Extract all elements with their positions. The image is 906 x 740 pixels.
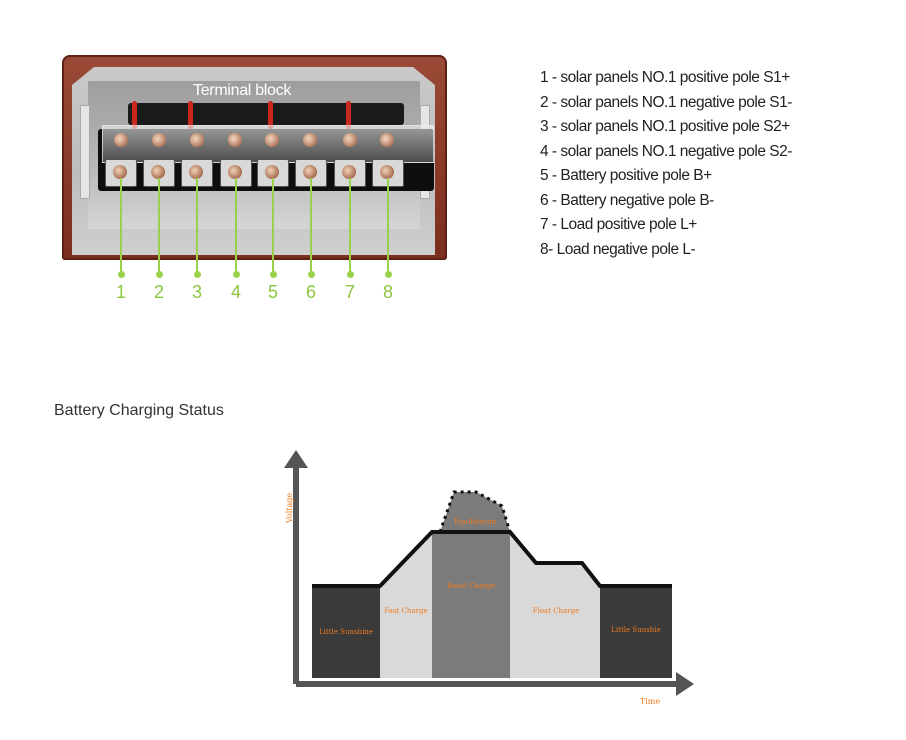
callout-dot (156, 271, 163, 278)
stage-label-little-sunshine-right: Little Sunshie (611, 626, 660, 634)
callout-line (120, 178, 122, 274)
top-screw (152, 133, 166, 147)
terminal-4 (220, 159, 252, 187)
legend-item: 1 - solar panels NO.1 positive pole S1+ (540, 69, 790, 86)
terminal-number-8: 8 (382, 282, 393, 302)
terminal-number-6: 6 (305, 282, 316, 302)
stage-label-little-sunshine-left: Little Sunshine (319, 628, 373, 636)
legend-item: 6 - Battery negative pole B- (540, 191, 714, 209)
charging-status-diagram: Voltage Time Little Sunshine Fast Charge… (284, 450, 694, 706)
red-wire (132, 101, 137, 129)
callout-dot (270, 271, 277, 278)
stage-block-equilibrium (440, 492, 510, 532)
terminal-number-3: 3 (191, 282, 202, 302)
stage-block-boost-charge (432, 532, 510, 678)
equilibrium-dotted-curve (438, 490, 512, 533)
y-axis-arrow-icon (284, 450, 308, 468)
top-screw (303, 133, 317, 147)
stage-label-boost-charge: Boost Charge (447, 582, 495, 590)
callout-dot (194, 271, 201, 278)
stage-block-float-charge (510, 532, 600, 678)
legend-item: 5 - Battery positive pole B+ (540, 167, 712, 184)
callout-dot (385, 271, 392, 278)
cable-bundle (128, 103, 404, 125)
callout-line (387, 178, 389, 274)
terminal-legend: 1 - solar panels NO.1 positive pole S1+ … (540, 66, 792, 262)
legend-item: 4 - solar panels NO.1 negative pole S2- (540, 142, 792, 160)
x-axis-label: Time (640, 697, 660, 706)
left-post (80, 105, 90, 199)
voltage-curve (312, 530, 672, 588)
terminal-number-2: 2 (153, 282, 164, 302)
stage-block-fast-charge (380, 532, 432, 678)
x-axis-arrow-icon (676, 672, 694, 696)
red-wire (268, 101, 273, 129)
stage-label-equilibrium: Equilibrium (454, 518, 496, 526)
callout-line (349, 178, 351, 274)
top-screw (265, 133, 279, 147)
controller-housing (62, 55, 447, 260)
top-screw (228, 133, 242, 147)
terminal-number-1: 1 (115, 282, 126, 302)
stage-block-little-sunshine-left (312, 586, 380, 678)
callout-line (235, 178, 237, 274)
terminal-3 (181, 159, 213, 187)
callout-line (158, 178, 160, 274)
terminal-block-caption: Terminal block (193, 82, 292, 99)
stage-block-little-sunshine-right (600, 586, 672, 678)
stage-label-float-charge: Float Charge (533, 607, 580, 615)
callout-dot (233, 271, 240, 278)
y-axis-label: Voltage (285, 493, 294, 525)
callout-dot (118, 271, 125, 278)
callout-line (310, 178, 312, 274)
terminal-number-7: 7 (344, 282, 355, 302)
top-screw (190, 133, 204, 147)
callout-line (196, 178, 198, 274)
top-screw (343, 133, 357, 147)
legend-item: 8- Load negative pole L- (540, 240, 696, 258)
callout-dot (308, 271, 315, 278)
top-screw (380, 133, 394, 147)
legend-item: 7 - Load positive pole L+ (540, 216, 697, 233)
terminal-6 (295, 159, 327, 187)
top-screw (114, 133, 128, 147)
stage-label-fast-charge: Fast Charge (384, 607, 427, 615)
callout-line (272, 178, 274, 274)
callout-dot (347, 271, 354, 278)
terminal-number-4: 4 (230, 282, 241, 302)
legend-item: 2 - solar panels NO.1 negative pole S1- (540, 93, 792, 111)
red-wire (188, 101, 193, 129)
legend-item: 3 - solar panels NO.1 positive pole S2+ (540, 118, 790, 135)
terminal-number-5: 5 (267, 282, 278, 302)
red-wire (346, 101, 351, 129)
section-title: Battery Charging Status (54, 402, 224, 419)
